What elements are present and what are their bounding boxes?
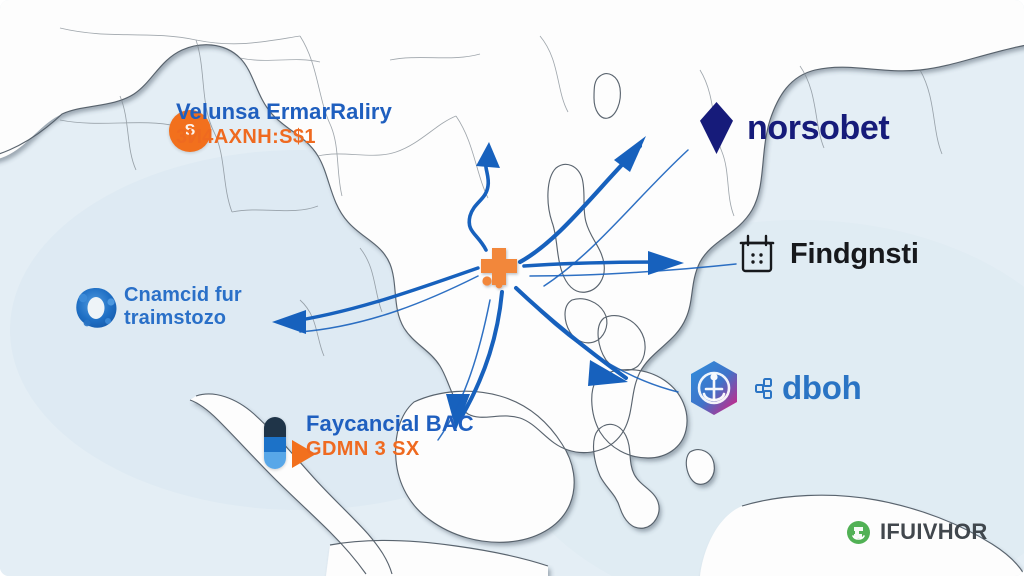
label-bottom-line2: GDMN 3 SX [306,437,420,460]
capsule-segment-bottom [264,452,286,469]
arrow-head-findgnsti [648,251,684,275]
calendar-icon [739,234,775,273]
brand-norsobet[interactable]: norsobet [700,102,890,154]
arrow-path-dboh [514,286,628,380]
watermark: IFUIVHOR [846,519,988,545]
diamond-pin-icon [700,102,733,154]
capsule-segment-mid [264,436,286,453]
brand-findgnsti[interactable]: Findgnsti [738,234,919,274]
label-left-line2: traimstozo [124,306,227,329]
arrow-path-myanmar [467,154,491,252]
pin-glyph: S [184,122,196,139]
label-myanmar-line2: 3И4AXNH:S$1 [176,125,316,148]
arrow-trail-findgnsti [529,263,737,277]
coastline-strokes [0,44,1024,575]
arrow-trail-left [299,275,479,333]
label-left[interactable]: Cnamcid fur traimstozo [124,284,242,329]
flow-arrows [272,136,737,441]
play-triangle-icon[interactable] [292,440,316,468]
hex-badge-icon [691,361,737,415]
label-left-line1: Cnamcid fur [124,284,242,306]
watermark-logo-icon [847,520,870,544]
label-myanmar-line1: Velunsa ErmarRaliry [176,99,392,124]
arrow-path-bottom [460,290,504,418]
watermark-text: IFUIVHOR [880,519,988,544]
border-lines [59,27,943,357]
blue-blob-icon [76,288,117,328]
brand-dboh-text: dboh [782,369,862,406]
arrow-head-left [272,310,306,334]
brand-dboh-label: dboh [754,369,862,407]
brand-dboh[interactable]: dboh [688,360,862,416]
arrow-trail-dboh [527,299,679,393]
label-bottom[interactable]: Faycancial BAC GDMN 3 SX [306,411,474,461]
arrow-head-norsobet [614,136,646,172]
arrow-head-myanmar [476,142,500,168]
label-myanmar[interactable]: Velunsa ErmarRaliry 3И4AXNH:S$1 [176,99,392,149]
arrow-head-dboh [588,360,628,386]
dboh-glyph-icon [755,378,772,399]
hub-marker [481,248,517,289]
arrow-head-bottom [446,394,470,430]
arrow-trail-bottom [437,299,491,441]
capsule-bar-icon [264,417,286,469]
arrow-trail-norsobet [543,149,689,287]
myanmar-pin-icon[interactable]: S [169,110,211,152]
brand-norsobet-label: norsobet [747,108,890,147]
arrow-path-left [286,266,480,324]
label-bottom-line1: Faycancial BAC [306,411,474,436]
capsule-segment-top [264,417,286,437]
brand-findgnsti-label: Findgnsti [790,237,919,270]
